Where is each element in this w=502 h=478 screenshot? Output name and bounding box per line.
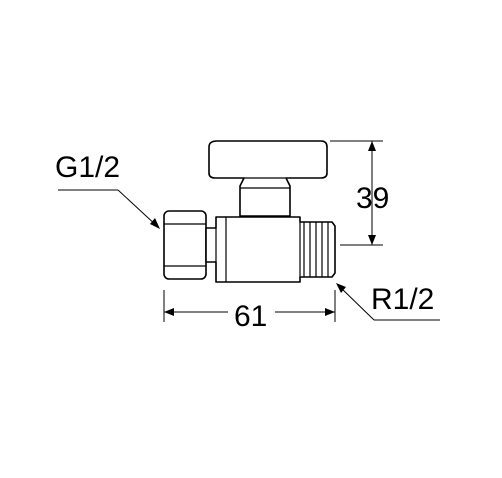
outlet-leader: R1/2 (336, 283, 440, 321)
inlet-leader: G1/2 (55, 151, 160, 229)
height-dimension: 39 (330, 140, 389, 246)
inlet-thread-label: G1/2 (55, 151, 120, 184)
height-label: 39 (356, 182, 389, 215)
inlet-nut (163, 210, 207, 280)
valve-body (205, 216, 336, 283)
length-dimension: 61 (163, 290, 336, 333)
length-label: 61 (234, 300, 267, 333)
outlet-thread-label: R1/2 (371, 283, 434, 316)
valve-handle (208, 140, 328, 217)
